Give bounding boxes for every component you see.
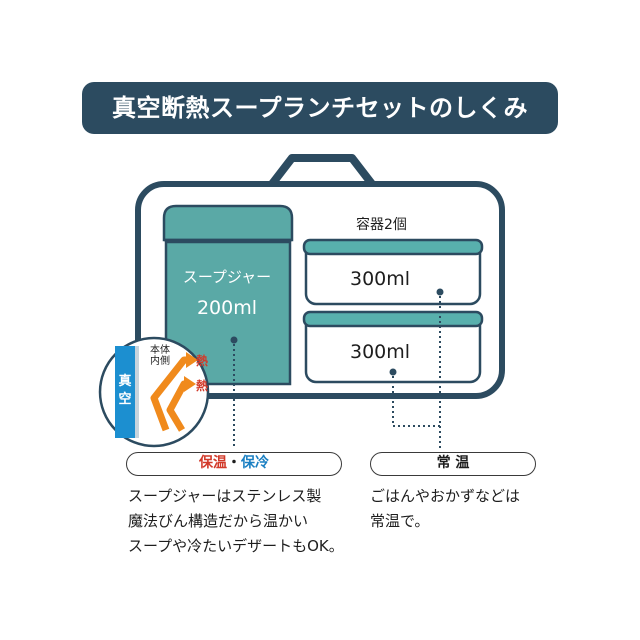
- bag-outline: [135, 181, 505, 399]
- jar-label: スープジャー: [182, 268, 272, 286]
- heat-label-1: 熱: [196, 354, 209, 368]
- containers-description: ごはんやおかずなどは 常温で。: [370, 487, 521, 530]
- keep-warm-cool-pill: 保温・保冷: [126, 452, 342, 476]
- keep-cool-label: 保冷: [241, 455, 269, 471]
- bottom-container-capacity: 300ml: [350, 341, 411, 363]
- top-container-pointer-dot: [436, 288, 444, 296]
- keep-warm-label: 保温: [199, 455, 227, 471]
- heat-label-2: 熱: [196, 379, 209, 393]
- container-count-label: 容器2個: [356, 217, 407, 233]
- top-container-capacity: 300ml: [350, 268, 411, 290]
- vacuum-insulation-inset: [98, 336, 210, 448]
- room-temperature-pill: 常 温: [370, 452, 536, 476]
- vacuum-label: 真 空: [118, 374, 132, 407]
- bottom-container-illustration: [302, 310, 484, 384]
- jar-description: スープジャーはステンレス製 魔法びん構造だから温かい スープや冷たいデザートもO…: [128, 487, 344, 555]
- pill-separator: ・: [227, 455, 241, 471]
- body-inner-label: 本体 内側: [150, 345, 170, 367]
- bag-handle: [268, 154, 376, 187]
- jar-capacity: 200ml: [196, 297, 258, 319]
- top-container-illustration: [302, 238, 484, 306]
- jar-pointer-dot: [230, 336, 238, 344]
- title-banner: 真空断熱スープランチセットのしくみ: [82, 82, 558, 134]
- vacuum-layer: [115, 346, 135, 438]
- bottom-container-pointer-dot: [389, 368, 397, 376]
